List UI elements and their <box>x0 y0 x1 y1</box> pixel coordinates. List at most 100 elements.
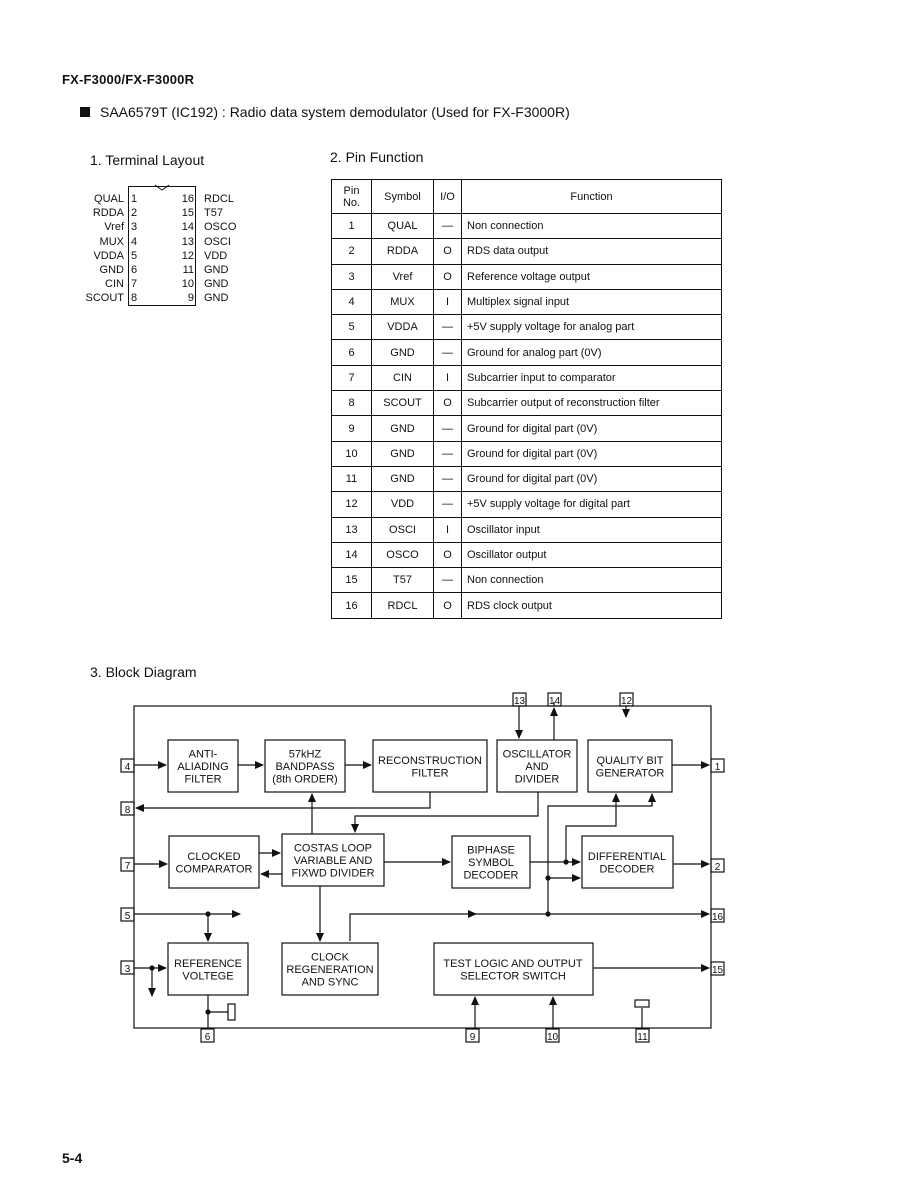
terminal-left-num: 6 <box>131 264 138 276</box>
header-pin-no: Pin No. <box>331 179 372 214</box>
cell-io: — <box>433 339 462 366</box>
terminal-right-name: OSCO <box>204 221 237 234</box>
pin-box-2 <box>710 858 725 873</box>
pin-box-9 <box>465 1028 480 1043</box>
block-clock <box>281 942 379 996</box>
cell-pin: 1 <box>331 212 372 240</box>
terminal-left-num: 8 <box>131 292 138 305</box>
block-label-biphase: BIPHASE <box>467 845 515 857</box>
block-comparator <box>168 835 260 889</box>
terminal-left-num: 1 <box>131 193 138 205</box>
block-label-biphase: DECODER <box>463 870 518 882</box>
block-label-antialiasing: ALIADING <box>177 761 228 773</box>
terminal-left-name: CIN <box>105 278 124 291</box>
block-label-quality: GENERATOR <box>596 767 665 779</box>
block-label-antialiasing: FILTER <box>184 774 221 786</box>
cell-symbol: CIN <box>371 364 434 392</box>
cell-pin: 5 <box>331 314 372 341</box>
terminal-left-name: Vref <box>104 221 124 234</box>
cell-symbol: VDDA <box>371 314 434 341</box>
cell-function: RDS clock output <box>461 592 722 619</box>
block-label-differential: DECODER <box>599 863 654 875</box>
terminal-right-name: GND <box>204 278 229 291</box>
cell-function: +5V supply voltage for digital part <box>461 491 722 518</box>
pin-label-p9: 9 <box>470 1032 476 1043</box>
terminal-left-name: RDDA <box>92 207 124 220</box>
terminal-right-name: RDCL <box>204 193 234 205</box>
terminal-right-num: 15 <box>181 207 194 220</box>
block-label-costas: FIXWD DIVIDER <box>291 868 374 880</box>
section-block-diagram: 3. Block Diagram <box>90 664 197 680</box>
terminal-right-name: VDD <box>204 249 228 262</box>
block-label-comparator: CLOCKED <box>187 851 240 863</box>
cell-function: RDS data output <box>461 238 722 265</box>
terminal-right-name: T57 <box>204 207 223 220</box>
block-label-quality: QUALITY BIT <box>596 755 663 767</box>
cell-io: O <box>433 592 462 619</box>
cell-symbol: GND <box>371 415 434 442</box>
block-label-antialiasing: ANTI- <box>189 749 218 761</box>
pin-box-1 <box>710 758 725 773</box>
cell-function: +5V supply voltage for analog part <box>461 314 722 341</box>
cell-symbol: OSCO <box>371 541 434 569</box>
block-costas <box>281 833 385 887</box>
block-label-bandpass: BANDPASS <box>275 761 334 773</box>
terminal-right-name: OSCI <box>204 235 231 248</box>
bullet-square-icon <box>80 107 90 117</box>
model-title: FX-F3000/FX-F3000R <box>62 72 195 87</box>
block-label-oscillator: OSCILLATOR <box>503 749 572 761</box>
header-function: Function <box>461 179 722 214</box>
terminal-left-num: 3 <box>131 221 138 234</box>
block-bandpass <box>264 739 346 793</box>
block-oscillator <box>496 739 578 793</box>
cell-pin: 4 <box>331 288 372 316</box>
pin-label-p14: 14 <box>549 696 561 707</box>
cell-symbol: OSCI <box>371 516 434 543</box>
pin-label-p4: 4 <box>125 762 131 773</box>
pin-label-p12: 12 <box>621 696 633 707</box>
cell-io: O <box>433 263 462 290</box>
block-quality <box>587 739 673 793</box>
terminal-right-num: 12 <box>181 249 194 262</box>
section-pin-function: 2. Pin Function <box>330 149 424 165</box>
block-label-comparator: COMPARATOR <box>175 863 252 875</box>
terminal-right-num: 16 <box>181 193 194 205</box>
cell-symbol: T57 <box>371 567 434 594</box>
block-label-reconstruction: FILTER <box>411 767 448 779</box>
terminal-left-name: SCOUT <box>85 292 125 305</box>
cell-io: — <box>433 212 462 240</box>
block-label-differential: DIFFERENTIAL <box>588 851 666 863</box>
cell-function: Ground for digital part (0V) <box>461 415 722 442</box>
pin-box-15 <box>710 961 725 976</box>
cell-function: Oscillator input <box>461 516 722 543</box>
cell-function: Oscillator output <box>461 541 722 569</box>
cell-function: Subcarrier input to comparator <box>461 364 722 392</box>
pin-label-p8: 8 <box>125 805 131 816</box>
cell-io: — <box>433 491 462 518</box>
block-testlogic <box>433 942 594 996</box>
pin-label-p3: 3 <box>125 964 131 975</box>
pin-label-p16: 16 <box>712 912 724 923</box>
pin-label-p10: 10 <box>547 1032 559 1043</box>
ic-package-outline <box>128 186 196 306</box>
cell-function: Reference voltage output <box>461 263 722 290</box>
pin-label-p11: 11 <box>637 1032 648 1043</box>
cell-symbol: QUAL <box>371 212 434 240</box>
block-label-clock: AND SYNC <box>302 977 359 989</box>
chip-title: SAA6579T (IC192) : Radio data system dem… <box>100 104 570 120</box>
chip-heading: SAA6579T (IC192) : Radio data system dem… <box>80 104 570 120</box>
block-label-costas: COSTAS LOOP <box>294 843 372 855</box>
pin-box-8 <box>120 801 135 816</box>
pin-box-16 <box>710 908 725 923</box>
terminal-right-name: GND <box>204 264 229 276</box>
terminal-left-name: VDDA <box>93 249 124 262</box>
